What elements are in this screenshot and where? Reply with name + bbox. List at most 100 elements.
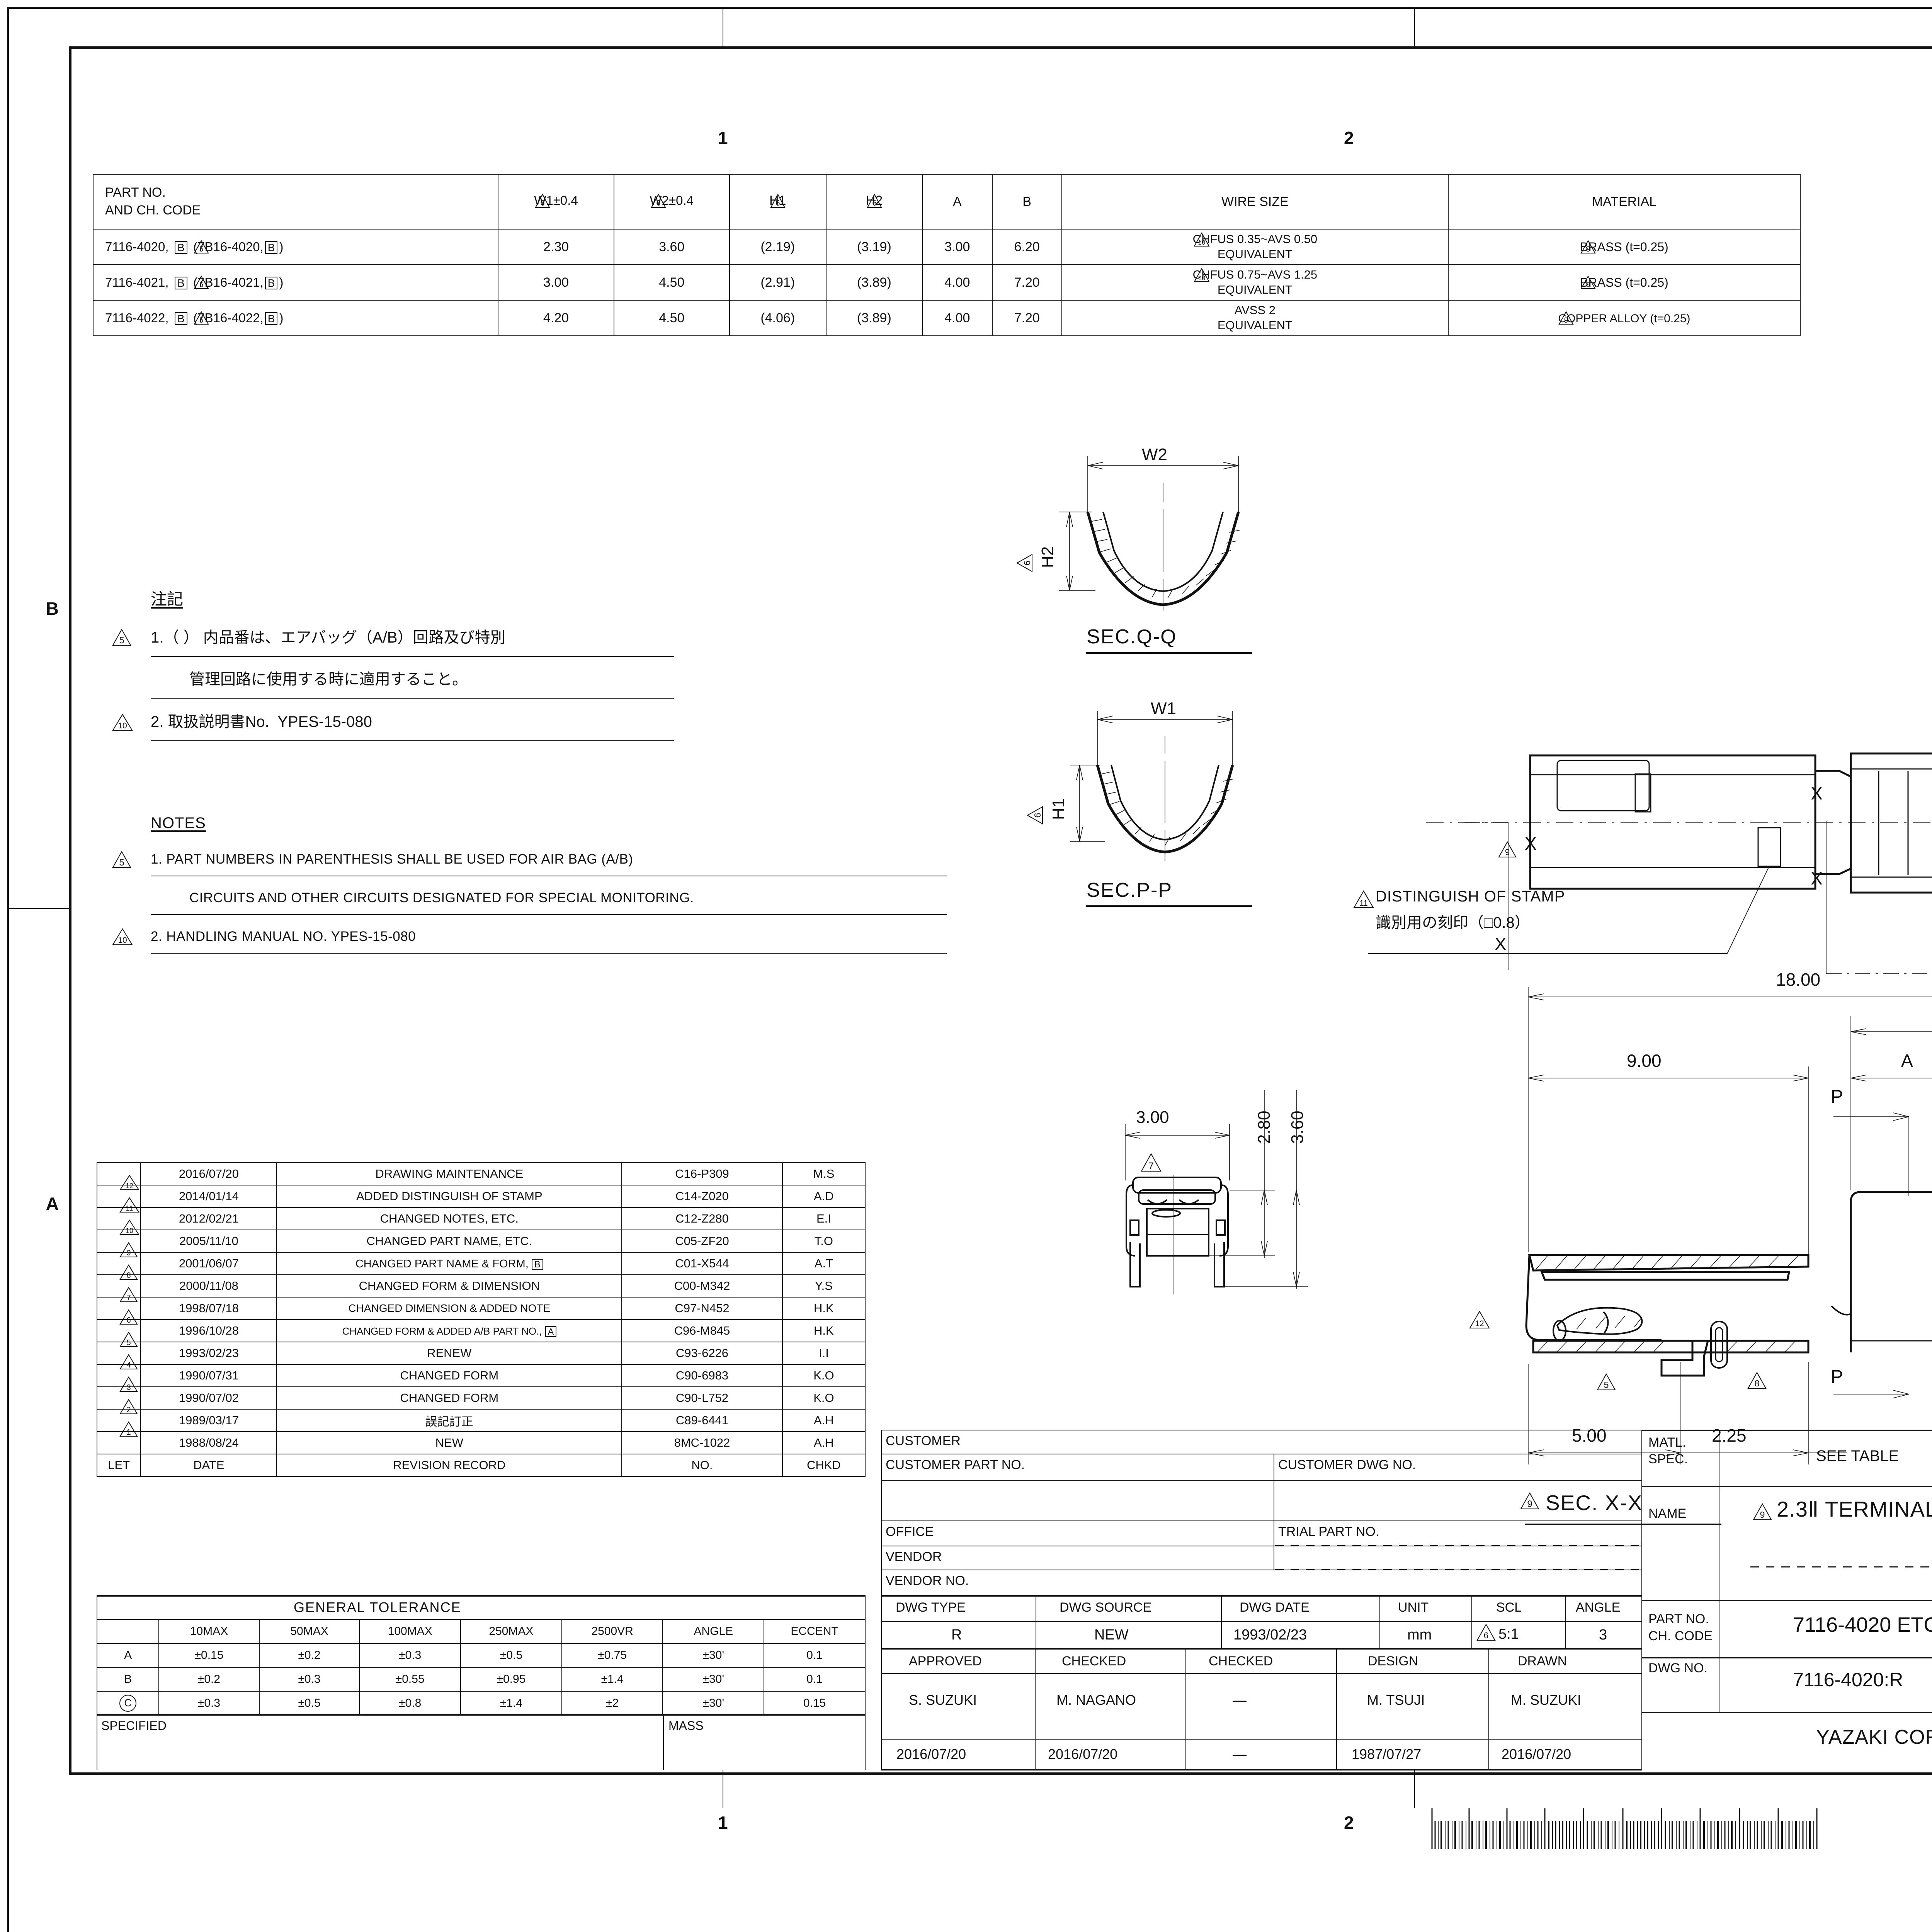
tol-val: ±0.55 bbox=[359, 1667, 461, 1692]
rev-let-cell: 6 bbox=[96, 1297, 141, 1325]
tb-line bbox=[881, 1595, 1642, 1597]
ch-code-box-paren: B bbox=[265, 241, 278, 254]
tol-val: ±30' bbox=[662, 1643, 765, 1668]
balloon-2-icon: 2 bbox=[119, 1398, 138, 1415]
parts-cell-h1: (2.19) bbox=[729, 229, 827, 265]
sec-pp-width-label: W1 bbox=[1151, 699, 1176, 718]
svg-text:6: 6 bbox=[1022, 561, 1032, 566]
tb-vendor-label: VENDOR bbox=[886, 1549, 942, 1564]
tb-line bbox=[1641, 1712, 1932, 1713]
tb-dwgtype-label: DWG TYPE bbox=[896, 1600, 966, 1615]
svg-text:9: 9 bbox=[1586, 245, 1590, 253]
tb-matl-spec-label: MATL. SPEC. bbox=[1648, 1435, 1688, 1466]
tb-name-checked-1: M. NAGANO bbox=[1056, 1692, 1136, 1708]
tol-th-grade bbox=[96, 1619, 160, 1644]
rev-chkd: K.O bbox=[782, 1364, 866, 1387]
tb-angle-value: 3 bbox=[1599, 1627, 1607, 1643]
rev-let-cell: 12 bbox=[96, 1162, 141, 1190]
svg-text:8: 8 bbox=[126, 1271, 131, 1280]
tol-val: 0.15 bbox=[764, 1691, 866, 1716]
rev-let-cell: 9 bbox=[96, 1230, 141, 1257]
tol-val: ±0.3 bbox=[359, 1643, 461, 1668]
ch-code-box-paren: B bbox=[265, 276, 278, 289]
section-mark-x-left-top: X bbox=[1525, 833, 1537, 854]
parts-cell-a: 4.00 bbox=[922, 264, 993, 301]
rev-date: 1989/03/17 bbox=[140, 1409, 277, 1432]
parts-cell-b: 7.20 bbox=[992, 300, 1062, 336]
svg-text:8: 8 bbox=[1755, 1378, 1760, 1388]
balloon-7-icon: 7 bbox=[119, 1286, 138, 1303]
tolerance-table: 10MAX 50MAX 100MAX 250MAX 2500VR ANGLE E… bbox=[96, 1619, 866, 1716]
rev-date: 1998/07/18 bbox=[140, 1297, 277, 1320]
rev-record: ADDED DISTINGUISH OF STAMP bbox=[276, 1185, 622, 1208]
svg-text:5: 5 bbox=[199, 281, 204, 289]
balloon-10-icon: 10 bbox=[111, 927, 134, 946]
rev-record: 誤記訂正 bbox=[276, 1409, 622, 1432]
rev-no: C16-P309 bbox=[621, 1162, 783, 1185]
tol-val: ±2 bbox=[561, 1691, 663, 1716]
svg-text:11: 11 bbox=[1359, 899, 1368, 908]
balloon-6-icon: 6 bbox=[769, 193, 786, 209]
rev-record: CHANGED PART NAME & FORM,B bbox=[276, 1252, 622, 1275]
rev-no: C00-M342 bbox=[621, 1274, 783, 1298]
dim-front-h1: 2.80 bbox=[1255, 1111, 1274, 1144]
specified-label: SPECIFIED bbox=[101, 1719, 167, 1733]
balloon-5-icon: 5 bbox=[1596, 1372, 1617, 1391]
tb-date-approved: 2016/07/20 bbox=[896, 1746, 966, 1762]
rev-no: C97-N452 bbox=[621, 1297, 783, 1320]
parts-cell-w1: 4.20 bbox=[498, 300, 614, 336]
balloon-8-icon: 8 bbox=[1747, 1371, 1767, 1389]
notes-jp-heading: 注記 bbox=[151, 590, 184, 608]
notes-en-item2-line1: 2. HANDLING MANUAL NO. YPES-15-080 bbox=[151, 929, 416, 944]
tb-customer-label: CUSTOMER bbox=[886, 1434, 961, 1448]
rev-th-chkd: CHKD bbox=[782, 1454, 866, 1477]
revision-table: 12 2016/07/20 DRAWING MAINTENANCE C16-P3… bbox=[96, 1162, 866, 1477]
rev-date: 1996/10/28 bbox=[140, 1319, 277, 1342]
tol-val: 0.1 bbox=[764, 1667, 866, 1692]
svg-text:10: 10 bbox=[1198, 239, 1205, 246]
rev-chkd: T.O bbox=[782, 1230, 866, 1253]
zone-label-bot-2: 2 bbox=[1344, 1813, 1354, 1833]
tb-line bbox=[1336, 1648, 1337, 1769]
zone-label-bot-1: 1 bbox=[718, 1813, 728, 1833]
parts-cell-w2: 3.60 bbox=[613, 229, 730, 265]
zone-label-top-2: 2 bbox=[1344, 128, 1354, 148]
balloon-12-icon: 12 bbox=[1468, 1310, 1491, 1329]
rev-th-date: DATE bbox=[140, 1454, 277, 1477]
balloon-9-icon: 9 bbox=[1580, 240, 1596, 254]
rev-let-cell: 5 bbox=[96, 1319, 141, 1347]
balloon-10-icon: 10 bbox=[119, 1219, 140, 1236]
rev-th-let: LET bbox=[96, 1454, 141, 1477]
balloon-8-icon: 8 bbox=[119, 1264, 138, 1281]
tolerance-table-header-row: 10MAX 50MAX 100MAX 250MAX 2500VR ANGLE E… bbox=[96, 1619, 866, 1644]
section-mark-x-right-top: X bbox=[1811, 783, 1823, 803]
specified-right-border bbox=[865, 1714, 866, 1770]
sec-qq-height-label: H2 bbox=[1038, 546, 1057, 568]
tb-name-approved: S. SUZUKI bbox=[909, 1692, 977, 1708]
tol-val: ±0.3 bbox=[158, 1691, 260, 1716]
balloon-9-icon: 9 bbox=[1580, 275, 1596, 290]
rev-chkd: E.I bbox=[782, 1207, 866, 1230]
table-row: 10 2012/02/21 CHANGED NOTES, ETC. C12-Z2… bbox=[96, 1207, 866, 1235]
rev-date: 1988/08/24 bbox=[140, 1431, 277, 1454]
table-row: 7 2000/11/08 CHANGED FORM & DIMENSION C0… bbox=[96, 1274, 866, 1302]
parts-cell-b: 6.20 bbox=[992, 229, 1062, 265]
parts-cell-partno: 7116-4021, B 5(7B16-4021,B) bbox=[92, 264, 499, 301]
stamp-callout-line1: DISTINGUISH OF STAMP bbox=[1376, 888, 1565, 905]
tol-val: ±1.4 bbox=[561, 1667, 663, 1692]
rev-no: C89-6441 bbox=[621, 1409, 783, 1432]
rev-chkd: K.O bbox=[782, 1386, 866, 1410]
table-row: 8 2001/06/07 CHANGED PART NAME & FORM,B … bbox=[96, 1252, 866, 1280]
svg-text:6: 6 bbox=[1032, 813, 1043, 818]
rev-record: CHANGED FORM & DIMENSION bbox=[276, 1274, 622, 1298]
tb-line bbox=[1471, 1595, 1472, 1648]
parts-cell-w2: 4.50 bbox=[613, 264, 730, 301]
tb-customer-partno-label: CUSTOMER PART NO. bbox=[886, 1458, 1025, 1472]
rev-chkd: A.H bbox=[782, 1431, 866, 1454]
table-row: 7116-4020, B 5(7B16-4020,B) 2.30 3.60 (2… bbox=[92, 229, 1801, 265]
notes-en-item1-line1: 1. PART NUMBERS IN PARENTHESIS SHALL BE … bbox=[151, 852, 633, 867]
tb-name-design: M. TSUJI bbox=[1367, 1692, 1425, 1708]
parts-th-partno: PART NO. AND CH. CODE bbox=[92, 174, 499, 230]
tb-name-value: 2.3Ⅱ TERMINAL FEMALE bbox=[1777, 1497, 1932, 1521]
